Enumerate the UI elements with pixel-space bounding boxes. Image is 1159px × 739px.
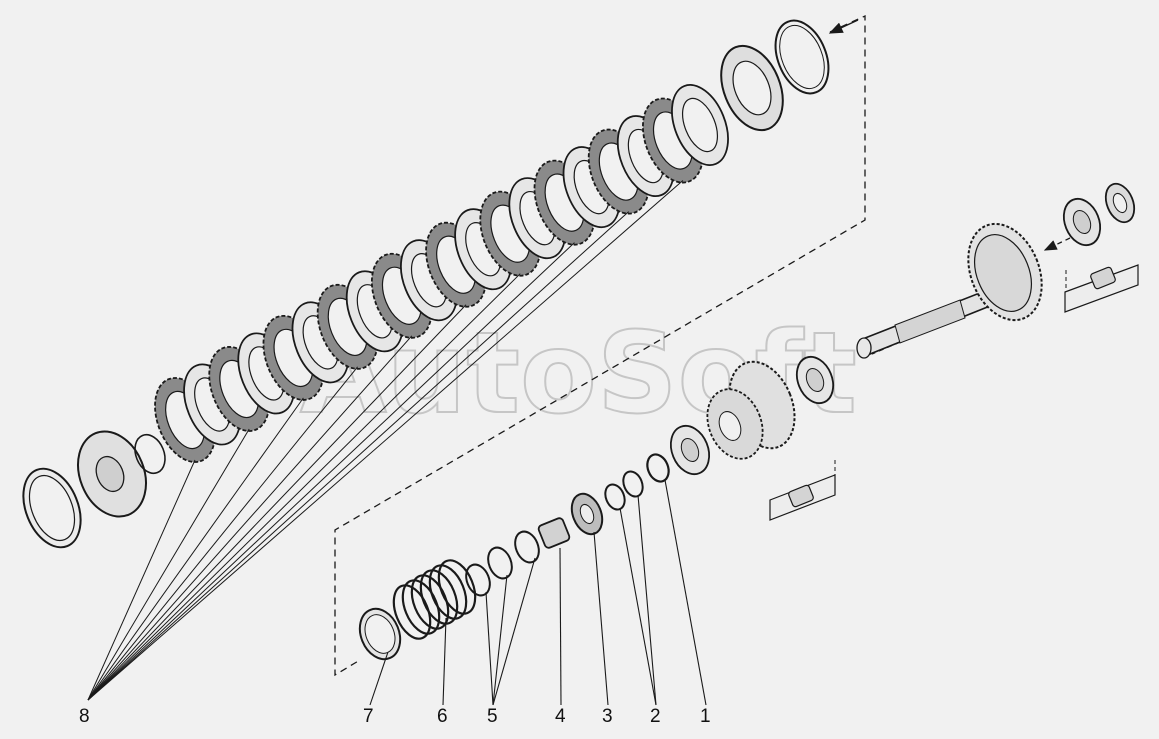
leader-3 bbox=[593, 531, 609, 706]
top-snap-ring bbox=[774, 19, 830, 95]
leader-1 bbox=[664, 479, 707, 706]
needle-bearing-lower-icon bbox=[788, 484, 814, 508]
leader-8-line bbox=[87, 459, 196, 701]
spring-coil bbox=[437, 559, 477, 615]
part-1-snap-ring bbox=[646, 453, 670, 483]
piston-parts-row bbox=[358, 453, 670, 661]
leader-2a bbox=[619, 507, 657, 706]
shaft-gear-face bbox=[974, 234, 1032, 312]
assembly-arrow bbox=[828, 19, 859, 34]
leader-5c bbox=[492, 557, 536, 706]
callout-3: 3 bbox=[602, 706, 613, 727]
shaft-splines bbox=[894, 299, 966, 344]
spring-coil bbox=[419, 569, 459, 625]
end-steel-plate-inner bbox=[732, 60, 772, 116]
leader-8-line bbox=[87, 211, 630, 701]
callout-1: 1 bbox=[700, 706, 711, 727]
leader-8-line bbox=[87, 428, 250, 701]
leader-6 bbox=[442, 617, 447, 706]
output-shaft-assembly bbox=[669, 182, 1139, 521]
leader-7 bbox=[369, 651, 389, 706]
leader-2b bbox=[637, 494, 657, 706]
leader-8-line bbox=[87, 180, 684, 701]
leader-5b bbox=[492, 574, 508, 706]
part-5-oring-c bbox=[514, 530, 540, 564]
leader-5a bbox=[485, 591, 494, 706]
callout-4: 4 bbox=[555, 706, 566, 727]
shaft-bearing-inner bbox=[805, 367, 825, 393]
callout-leaders bbox=[369, 479, 707, 706]
end-bearing-arrow bbox=[1043, 237, 1071, 251]
left-end-parts bbox=[22, 430, 166, 549]
callout-5: 5 bbox=[487, 706, 498, 727]
steel-disc-bore bbox=[681, 97, 719, 153]
spring-coil bbox=[410, 574, 450, 630]
callout-2: 2 bbox=[650, 706, 661, 727]
part-5-oring-a bbox=[465, 563, 491, 597]
callout-leaders-8 bbox=[87, 180, 684, 701]
part-4-needle-bearing bbox=[537, 517, 571, 549]
leader-8-line bbox=[87, 242, 575, 701]
spring-coil bbox=[428, 564, 468, 620]
large-snap-ring-inner bbox=[28, 474, 76, 542]
leader-8-line bbox=[87, 273, 521, 701]
leader-8-line bbox=[87, 366, 359, 701]
part-6-spring bbox=[392, 559, 477, 640]
small-ring bbox=[134, 433, 166, 475]
leader-4 bbox=[559, 547, 562, 706]
pressure-plate-hub bbox=[95, 455, 125, 493]
steel-disc bbox=[671, 84, 729, 166]
end-seal-ring-inner bbox=[1112, 192, 1128, 214]
shaft-end bbox=[856, 337, 872, 359]
leader-8-line bbox=[87, 304, 467, 701]
end-bearing-inner bbox=[1072, 209, 1092, 235]
callout-8: 8 bbox=[79, 706, 90, 727]
callout-7: 7 bbox=[363, 706, 374, 727]
part-5-oring-b bbox=[487, 546, 513, 580]
spring-coil bbox=[392, 584, 432, 640]
leader-8-line bbox=[87, 397, 304, 701]
spring-coil bbox=[401, 579, 441, 635]
top-end-parts bbox=[720, 19, 830, 132]
needle-bearing-upper-icon bbox=[1090, 266, 1116, 290]
callout-6: 6 bbox=[437, 706, 448, 727]
gear-bearing-inner bbox=[680, 437, 700, 463]
clutch-disc-pack bbox=[154, 84, 729, 463]
double-gear-bore bbox=[718, 411, 742, 441]
part-3-thrust-washer-inner bbox=[579, 503, 595, 525]
top-snap-ring-inner bbox=[779, 24, 825, 90]
leader-8-line bbox=[87, 335, 413, 701]
